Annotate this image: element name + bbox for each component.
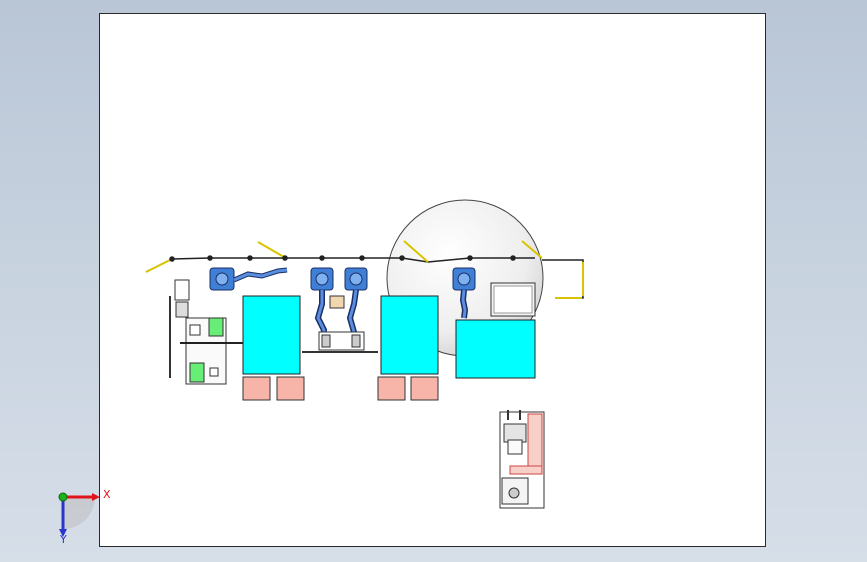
lower-machine-assembly[interactable] <box>499 410 545 509</box>
x-axis-label: X <box>103 488 111 501</box>
coordinate-triad: X Y <box>58 488 111 546</box>
green-panel-bottom <box>189 362 205 383</box>
overhead-rail[interactable] <box>145 240 584 299</box>
robot-arm-4[interactable] <box>452 267 476 319</box>
workstation-1[interactable] <box>242 295 301 375</box>
left-conveyor-module[interactable] <box>169 279 243 385</box>
workstation-3[interactable] <box>455 319 536 379</box>
pallet-2[interactable] <box>276 376 305 401</box>
green-panel-top <box>208 317 224 337</box>
y-axis-label: Y <box>59 533 67 546</box>
workstation-2[interactable] <box>380 295 439 375</box>
middle-fixture[interactable] <box>302 295 378 353</box>
robot-arm-1[interactable] <box>209 267 288 291</box>
pallet-3[interactable] <box>377 376 406 401</box>
pallet-4[interactable] <box>410 376 439 401</box>
pallet-1[interactable] <box>242 376 271 401</box>
